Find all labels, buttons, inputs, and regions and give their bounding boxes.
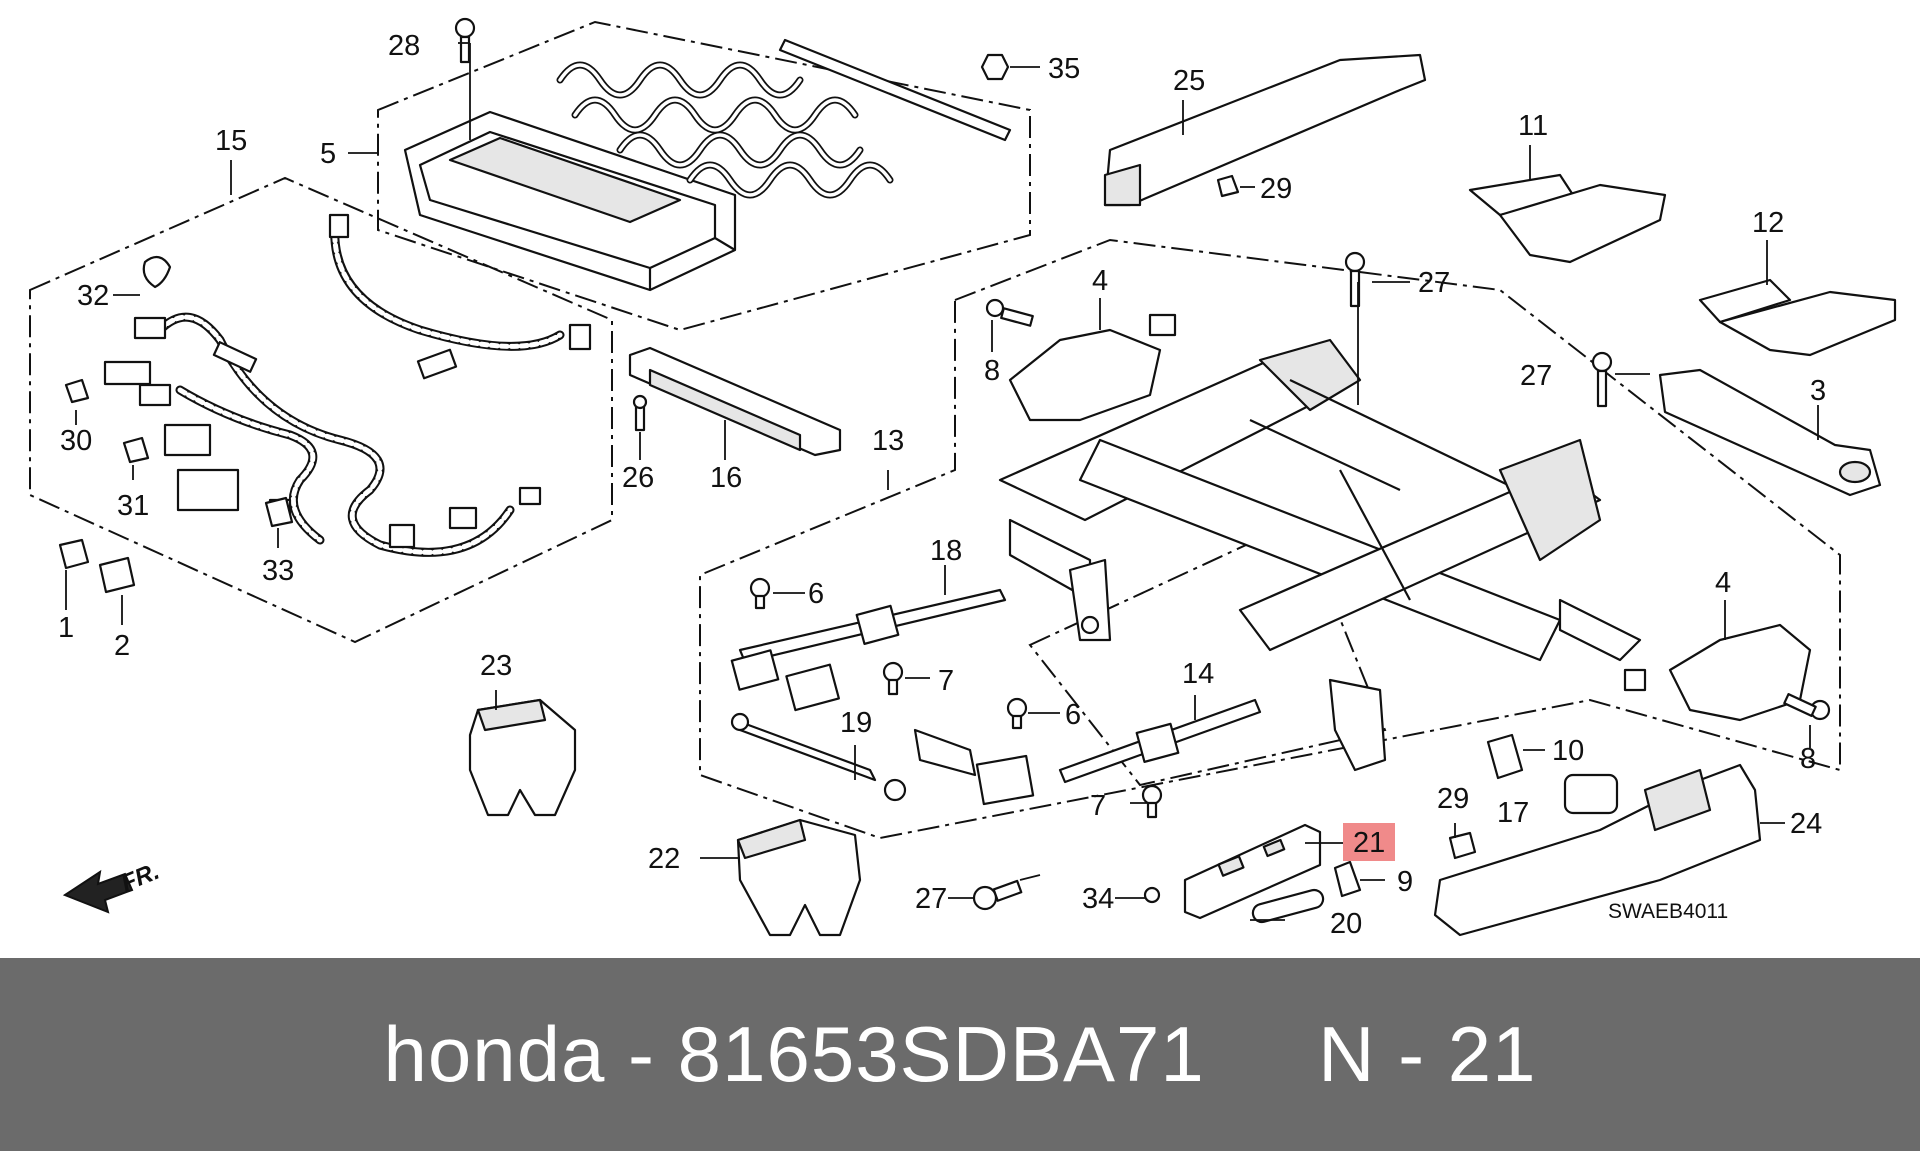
front-arrow-label: FR. (117, 858, 163, 898)
group-boundary-5 (377, 20, 1031, 332)
callout-4a: 4 (1092, 265, 1108, 297)
clip-10 (1486, 733, 1524, 780)
bolt-7b (1141, 784, 1163, 819)
callout-20: 20 (1330, 908, 1362, 940)
clip-32 (142, 255, 172, 289)
callout-16: 16 (710, 462, 742, 494)
nut-35 (980, 53, 1010, 81)
callout-35: 35 (1048, 53, 1080, 85)
callout-25: 25 (1173, 65, 1205, 97)
knob-17 (1563, 773, 1619, 815)
callout-5: 5 (320, 138, 336, 170)
screw-26 (632, 394, 648, 432)
callout-23: 23 (480, 650, 512, 682)
callout-7a: 7 (938, 665, 954, 697)
cover-22 (736, 818, 862, 937)
bolt-6b (1006, 697, 1028, 730)
cover-12 (1698, 278, 1897, 357)
group-boundary-inner (1028, 518, 1387, 787)
seat-frame-pan (403, 110, 737, 292)
cable-19 (730, 712, 907, 802)
seat-switch-21 (1183, 823, 1322, 920)
callout-6b: 6 (1065, 699, 1081, 731)
callout-27c: 27 (915, 883, 947, 915)
callout-labels: 28 35 25 29 11 12 3 5 15 32 30 31 33 1 2… (58, 30, 1826, 940)
seat-adjuster-frame (998, 338, 1642, 772)
callout-29a: 29 (1260, 173, 1292, 205)
clip-30 (64, 378, 90, 404)
callout-4b: 4 (1715, 567, 1731, 599)
bolt-7a (882, 661, 904, 696)
relay-1 (58, 538, 90, 570)
callout-11: 11 (1518, 110, 1548, 142)
callout-9: 9 (1397, 866, 1413, 898)
screw-34 (1143, 886, 1161, 904)
callout-32: 32 (77, 280, 109, 312)
diagram-code: SWAEB4011 (1608, 900, 1728, 923)
bolt-6a (749, 577, 771, 610)
actuator-14 (913, 698, 1262, 806)
callout-31: 31 (117, 490, 149, 522)
bolt-8b (1783, 693, 1831, 721)
callout-27a: 27 (1418, 267, 1450, 299)
leader-lines (65, 42, 1819, 921)
group-boundary-15 (29, 176, 613, 644)
callout-30: 30 (60, 425, 92, 457)
clip-33 (264, 496, 294, 528)
callout-19: 19 (840, 707, 872, 739)
callout-34: 34 (1082, 883, 1114, 915)
bracket-16 (628, 346, 842, 457)
knob-9 (1333, 860, 1362, 898)
cover-11 (1468, 173, 1667, 264)
callout-21: 21 (1353, 827, 1385, 859)
callout-29b: 29 (1437, 783, 1469, 815)
group-boundary-13 (699, 238, 1841, 840)
cover-24 (1433, 763, 1762, 937)
clip-31 (122, 436, 150, 464)
callout-33: 33 (262, 555, 294, 587)
callout-13: 13 (872, 425, 904, 457)
clip-29b (1448, 831, 1477, 860)
callout-12: 12 (1752, 207, 1784, 239)
seat-springs (556, 38, 1012, 199)
motor-4-right (1623, 623, 1812, 722)
clip-29a (1216, 174, 1240, 198)
callout-17: 17 (1497, 797, 1529, 829)
callout-27b: 27 (1520, 360, 1552, 392)
callout-24: 24 (1790, 808, 1822, 840)
bolt-27b (1591, 351, 1613, 408)
cover-23 (468, 698, 577, 817)
callout-1: 1 (58, 612, 74, 644)
callout-7b: 7 (1090, 790, 1106, 822)
callout-14: 14 (1182, 658, 1214, 690)
callout-8a: 8 (984, 355, 1000, 387)
callout-28: 28 (388, 30, 420, 62)
callout-2: 2 (114, 630, 130, 662)
trim-cover-25 (1103, 53, 1427, 207)
cover-3 (1658, 368, 1882, 497)
highlight-box-21 (1343, 823, 1395, 861)
wire-harness (103, 213, 592, 557)
callout-26: 26 (622, 462, 654, 494)
callout-6a: 6 (808, 578, 824, 610)
bolt-27a (1344, 251, 1366, 308)
motor-4-top (1008, 313, 1177, 422)
callout-18: 18 (930, 535, 962, 567)
relay-2 (98, 556, 136, 594)
bolt-28 (454, 17, 476, 64)
parts-diagram: FR. (29, 17, 1897, 940)
footer-part-title: honda - 81653SDBA71 N - 21 (383, 1010, 1537, 1098)
callout-15: 15 (215, 125, 247, 157)
callout-10: 10 (1552, 735, 1584, 767)
callout-3: 3 (1810, 375, 1826, 407)
bolt-8a (985, 298, 1034, 327)
front-arrow-icon: FR. (62, 858, 163, 914)
callout-22: 22 (648, 843, 680, 875)
footer-bar: honda - 81653SDBA71 N - 21 (0, 958, 1920, 1151)
knob-20 (1251, 888, 1325, 924)
callout-8b: 8 (1800, 743, 1816, 775)
actuator-18 (730, 588, 1007, 712)
bolt-27c (972, 879, 1023, 911)
